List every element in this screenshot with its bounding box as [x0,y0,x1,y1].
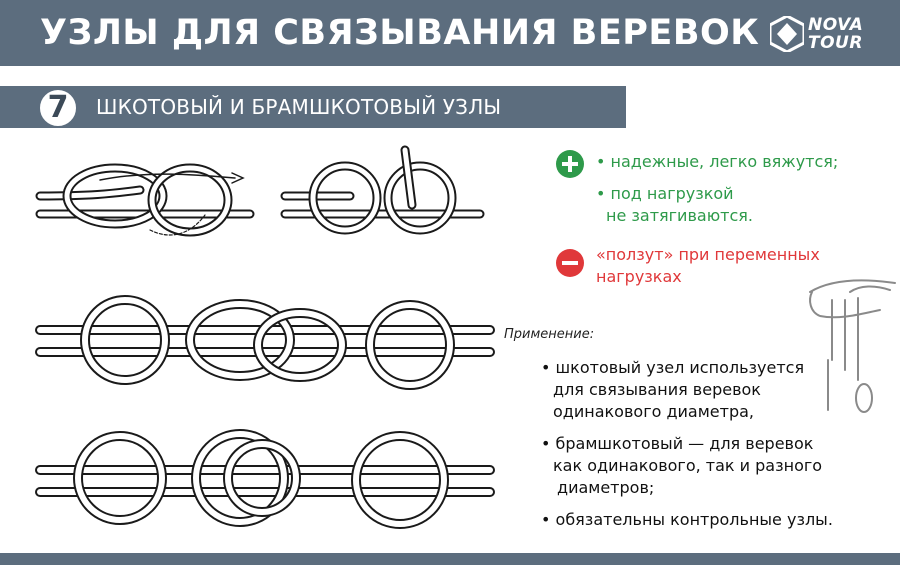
minus-icon [556,249,584,277]
section-number: 7 [38,88,78,128]
application-line-7: • обязательны контрольные узлы. [541,510,833,529]
application-line-4: • брамшкотовый — для веревок [541,434,814,453]
footer-bar [0,553,900,565]
section-band [0,86,626,128]
page-title: УЗЛЫ ДЛЯ СВЯЗЫВАНИЯ ВЕРЕВОК [40,13,760,53]
logo-text-nova: NOVA [808,15,864,35]
sheet-bend-knot-3-icon [35,295,495,390]
application-line-2: для связывания веревок [553,380,761,399]
sheet-bend-knot-4-icon [35,429,495,529]
pro-item-2: • под нагрузкой [596,184,734,203]
pro-item-3: не затягиваются. [606,206,753,225]
sheet-bend-knot-1-icon [35,163,255,237]
logo-mark-icon [770,16,804,52]
application-line-3: одинакового диаметра, [553,402,755,421]
application-line-5: как одинакового, так и разного [553,456,823,475]
application-line-6: диаметров; [557,478,655,497]
header-bar [0,0,900,66]
application-line-1: • шкотовый узел используется [541,358,805,377]
pro-item-1: • надежные, легко вяжутся; [596,152,839,171]
con-item-1: «ползут» при переменных [596,245,820,264]
nova-tour-logo: NOVA TOUR [770,14,890,56]
hand-with-carabiner-icon [809,279,896,413]
section-title: ШКОТОВЫЙ И БРАМШКОТОВЫЙ УЗЛЫ [96,95,502,119]
application-heading: Применение: [504,327,595,342]
sheet-bend-knot-2-icon [280,145,485,235]
plus-icon [556,150,584,178]
logo-text-tour: TOUR [808,33,863,53]
con-item-2: нагрузках [596,267,682,286]
